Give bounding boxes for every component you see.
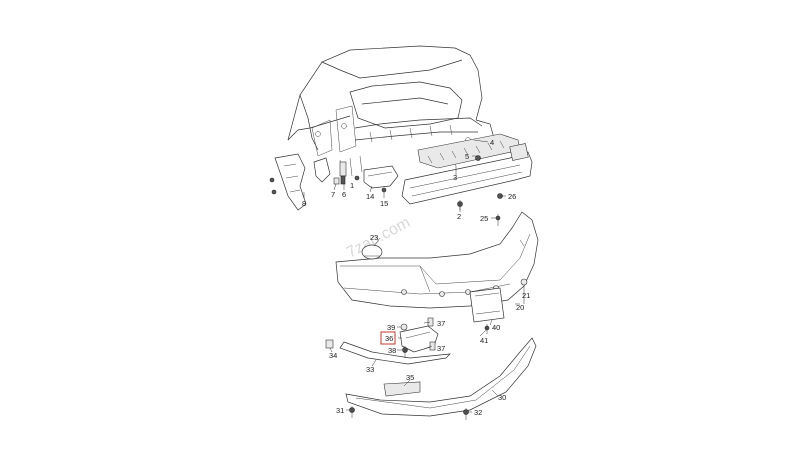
- bumper-cover: [335, 211, 539, 309]
- reflector-holder: [399, 317, 439, 358]
- guide-bracket: [354, 165, 399, 193]
- callout-25[interactable]: 25: [480, 214, 488, 223]
- callout-40[interactable]: 40: [492, 323, 500, 332]
- lower-trim-left: [339, 341, 451, 365]
- callout-4[interactable]: 4: [490, 138, 494, 147]
- callout-21[interactable]: 21: [522, 291, 530, 300]
- callout-37-lower[interactable]: 37: [437, 344, 445, 353]
- callout-30[interactable]: 30: [498, 393, 506, 402]
- callout-8[interactable]: 8: [302, 199, 306, 208]
- side-guide-right: [520, 278, 528, 296]
- side-bracket-left: [269, 153, 307, 211]
- callout-36[interactable]: 36: [385, 334, 393, 343]
- callout-3[interactable]: 3: [453, 173, 457, 182]
- callout-32[interactable]: 32: [474, 408, 482, 417]
- tow-cover: [361, 244, 383, 260]
- highlight-box: [380, 331, 396, 345]
- clip-pair: [333, 161, 347, 185]
- callout-1[interactable]: 1: [350, 181, 354, 190]
- callout-14[interactable]: 14: [366, 192, 374, 201]
- reflector: [383, 381, 421, 397]
- callout-37-upper[interactable]: 37: [437, 319, 445, 328]
- callout-7[interactable]: 7: [331, 190, 335, 199]
- callout-23[interactable]: 23: [370, 233, 378, 242]
- clip-34: [325, 339, 334, 349]
- callout-34[interactable]: 34: [329, 351, 337, 360]
- callout-41[interactable]: 41: [480, 336, 488, 345]
- callout-35[interactable]: 35: [406, 373, 414, 382]
- lower-spoiler: [345, 337, 537, 417]
- callout-2[interactable]: 2: [457, 212, 461, 221]
- callout-26[interactable]: 26: [508, 192, 516, 201]
- callout-33[interactable]: 33: [366, 365, 374, 374]
- callout-38[interactable]: 38: [388, 346, 396, 355]
- callouts: 4 5 3 2 8 7 6 14 15 1 26 25 23 21 20 40 …: [302, 138, 530, 417]
- callout-31[interactable]: 31: [336, 406, 344, 415]
- small-bracket: [313, 157, 331, 183]
- callout-20[interactable]: 20: [516, 303, 524, 312]
- callout-15[interactable]: 15: [380, 199, 388, 208]
- callout-6[interactable]: 6: [342, 190, 346, 199]
- bumper-reinforcement: [401, 143, 533, 205]
- license-plate-bracket: [469, 287, 505, 334]
- callout-5[interactable]: 5: [465, 152, 469, 161]
- leader-lines: [303, 139, 525, 413]
- callout-39[interactable]: 39: [387, 323, 395, 332]
